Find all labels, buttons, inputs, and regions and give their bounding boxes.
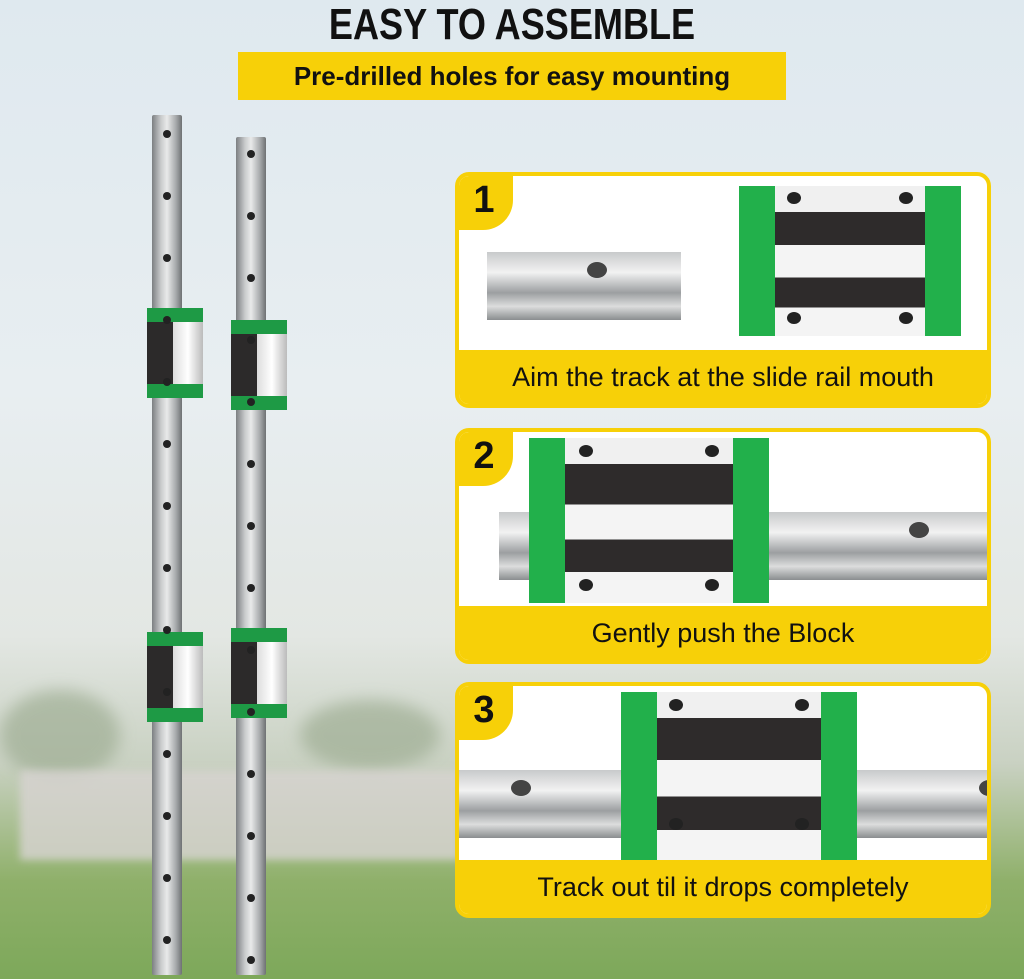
background-tree (300, 700, 440, 770)
mounting-hole (163, 688, 171, 696)
mounting-hole (163, 564, 171, 572)
step-caption: Gently push the Block (459, 606, 987, 660)
mounting-hole (163, 502, 171, 510)
step-2-panel: 2 Gently push the Block (455, 428, 991, 664)
mounting-hole (163, 378, 171, 386)
mounting-hole (247, 274, 255, 282)
mounting-hole (247, 894, 255, 902)
step-1-panel: 1 Aim the track at the slide rail mouth (455, 172, 991, 408)
step-3-panel: 3 Track out til it drops completely (455, 682, 991, 918)
mounting-hole (247, 708, 255, 716)
mounting-hole (247, 646, 255, 654)
mounting-hole (163, 812, 171, 820)
mounting-hole (247, 150, 255, 158)
subtitle-banner: Pre-drilled holes for easy mounting (238, 52, 786, 100)
mounting-hole (163, 130, 171, 138)
mounting-hole (163, 874, 171, 882)
step-number-badge: 1 (459, 176, 513, 230)
mounting-hole (163, 626, 171, 634)
mounting-hole (163, 192, 171, 200)
mounting-hole (247, 832, 255, 840)
step-caption: Track out til it drops completely (459, 860, 987, 914)
mounting-hole (163, 254, 171, 262)
mounting-hole (163, 440, 171, 448)
step-number-badge: 2 (459, 432, 513, 486)
step-number-badge: 3 (459, 686, 513, 740)
mounting-hole (247, 770, 255, 778)
background-tree (0, 690, 120, 780)
mounting-hole (163, 936, 171, 944)
mounting-hole (247, 522, 255, 530)
mounting-hole (247, 460, 255, 468)
step-caption: Aim the track at the slide rail mouth (459, 350, 987, 404)
page-title: EASY TO ASSEMBLE (328, 0, 696, 49)
mounting-hole (247, 212, 255, 220)
mounting-hole (163, 750, 171, 758)
mounting-hole (247, 398, 255, 406)
mounting-hole (247, 956, 255, 964)
mounting-hole (163, 316, 171, 324)
mounting-hole (247, 336, 255, 344)
mounting-hole (247, 584, 255, 592)
